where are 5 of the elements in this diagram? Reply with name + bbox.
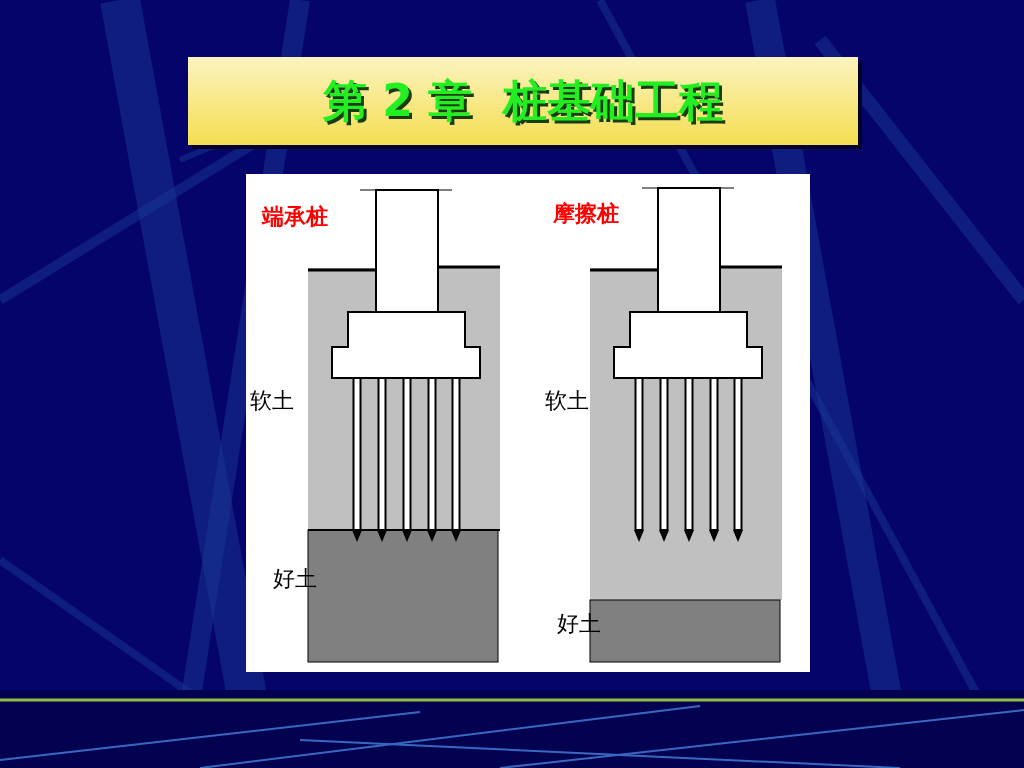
pile-type-label: 摩擦桩 bbox=[553, 200, 619, 226]
soil-label: 软土 bbox=[545, 388, 589, 414]
pile-type-label: 端承桩 bbox=[262, 203, 328, 229]
title-text: 第 2 章 桩基础工程 bbox=[323, 73, 723, 128]
soil-label: 软土 bbox=[250, 388, 294, 414]
